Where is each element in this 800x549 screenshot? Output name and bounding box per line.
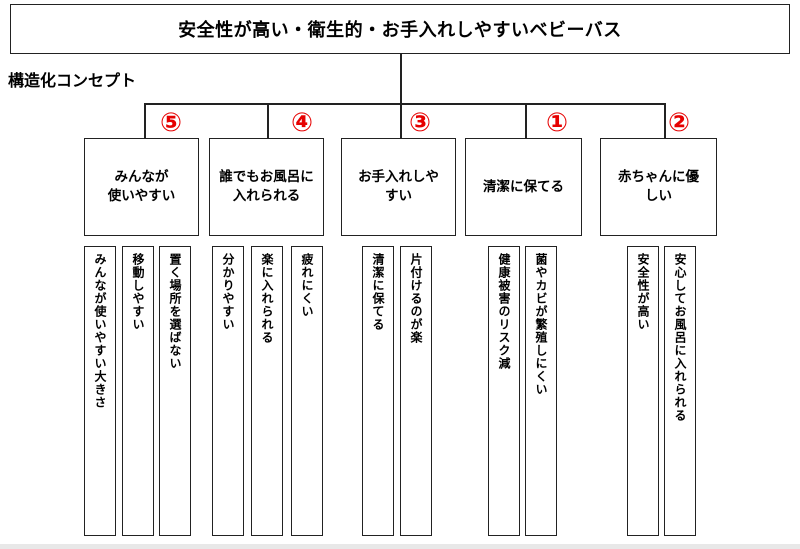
section-label: 構造化コンセプト <box>8 71 137 90</box>
diagram-title-text: 安全性が高い・衛生的・お手入れしやすいベビーバス <box>178 20 622 41</box>
category-label: 清潔に保てる <box>483 178 564 195</box>
drop-line-1 <box>144 103 146 138</box>
leaf-label: 楽に入れられる <box>260 253 274 344</box>
leaf-label: 安全性が高い <box>636 253 650 331</box>
category-box: 誰でもお風呂に 入れられる <box>209 138 324 236</box>
leaf-label: みんなが使いやすい大きさ <box>93 253 107 409</box>
leaf-box: 楽に入れられる <box>251 246 283 536</box>
leaf-box: 清潔に保てる <box>362 246 394 536</box>
leaf-box: 安全性が高い <box>627 246 659 536</box>
category-box: みんなが 使いやすい <box>84 138 199 236</box>
group-number: ② <box>667 108 690 138</box>
leaf-box: 片付けるのが楽 <box>400 246 432 536</box>
leaf-label: 置く場所を選ばない <box>168 253 182 370</box>
group-number: ⑤ <box>159 108 182 138</box>
category-box: お手入れしや すい <box>341 138 456 236</box>
leaf-box: みんなが使いやすい大きさ <box>84 246 116 536</box>
trunk-line <box>400 54 402 104</box>
leaf-box: 菌やカビが繁殖しにくい <box>525 246 557 536</box>
leaf-label: 疲れにくい <box>300 253 314 318</box>
leaf-box: 疲れにくい <box>291 246 323 536</box>
leaf-label: 菌やカビが繁殖しにくい <box>534 253 548 396</box>
category-label: お手入れしや すい <box>358 169 439 204</box>
drop-line-5 <box>664 103 666 138</box>
bottom-divider <box>0 544 800 549</box>
drop-line-4 <box>525 103 527 138</box>
category-label: 赤ちゃんに優 しい <box>618 169 699 204</box>
drop-line-2 <box>267 103 269 138</box>
group-number: ③ <box>408 108 431 138</box>
drop-line-3 <box>400 103 402 138</box>
category-box: 赤ちゃんに優 しい <box>600 138 717 236</box>
leaf-label: 清潔に保てる <box>371 253 385 331</box>
leaf-box: 安心してお風呂に入れられる <box>664 246 696 536</box>
leaf-box: 健康被害のリスク減 <box>488 246 520 536</box>
leaf-box: 分かりやすい <box>212 246 244 536</box>
category-label: みんなが 使いやすい <box>107 169 176 204</box>
category-label: 誰でもお風呂に 入れられる <box>219 169 314 204</box>
category-box: 清潔に保てる <box>465 138 582 236</box>
branch-line <box>144 103 665 105</box>
diagram-title: 安全性が高い・衛生的・お手入れしやすいベビーバス <box>10 4 790 54</box>
group-number: ① <box>545 108 568 138</box>
leaf-label: 移動しやすい <box>131 253 145 331</box>
leaf-label: 安心してお風呂に入れられる <box>673 253 687 422</box>
leaf-box: 置く場所を選ばない <box>159 246 191 536</box>
leaf-box: 移動しやすい <box>122 246 154 536</box>
leaf-label: 片付けるのが楽 <box>409 253 423 344</box>
leaf-label: 健康被害のリスク減 <box>497 253 511 370</box>
group-number: ④ <box>290 108 313 138</box>
leaf-label: 分かりやすい <box>221 253 235 331</box>
